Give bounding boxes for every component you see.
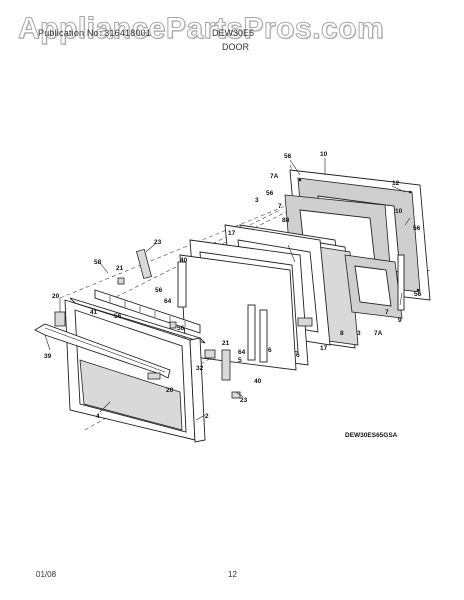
callout: 40 (180, 257, 188, 264)
callout: 9 (398, 317, 402, 324)
callout: 5 (238, 357, 242, 364)
callout: 17 (228, 230, 236, 237)
watermark: AppliancePartsPros.com (18, 12, 385, 46)
callout: 39 (44, 353, 52, 360)
callout: 64 (238, 349, 246, 356)
callout: 56 (414, 291, 422, 298)
callout: 6 (268, 347, 272, 354)
callout: 10 (320, 151, 328, 158)
callout: 6 (296, 352, 300, 359)
model-number: DEW30E5 (212, 28, 255, 38)
callout: 7 (385, 309, 389, 316)
callout: 64 (164, 298, 172, 305)
callout: 40 (254, 378, 262, 385)
callout: 41 (90, 309, 98, 316)
callout: 4 (96, 413, 100, 420)
callout: 20 (52, 293, 60, 300)
callout-labels: 56 10 7A 12 56 7 88 10 56 3 17 23 40 58 … (44, 151, 422, 420)
callout: 7A (374, 330, 383, 337)
callout: 56 (266, 190, 274, 197)
callout: 23 (154, 239, 162, 246)
hinges-and-brackets (54, 248, 313, 399)
callout: 21 (116, 265, 124, 272)
callout: 56 (114, 313, 122, 320)
callout: 3 (357, 330, 361, 337)
callout: 56 (155, 287, 163, 294)
callout: 7 (278, 203, 282, 210)
callout: 56 (177, 325, 185, 332)
footer-page-number: 12 (228, 570, 237, 579)
callout: 17 (320, 345, 328, 352)
callout: 7A (270, 173, 279, 180)
callout: 21 (222, 340, 230, 347)
outer-door-panel (64, 297, 206, 443)
callout: 8 (340, 330, 344, 337)
leader-lines (44, 158, 411, 421)
callout: 56 (413, 225, 421, 232)
callout: 58 (94, 259, 102, 266)
callout: 10 (395, 208, 403, 215)
publication-number: Publication No: 316418001 (38, 28, 152, 38)
callout: 2 (205, 413, 209, 420)
gasket-7a-lower (344, 254, 403, 319)
callout: 56 (284, 153, 292, 160)
diagram-code: DEW30ES65GSA (345, 432, 398, 439)
callout: 88 (282, 217, 290, 224)
callout: 3 (255, 197, 259, 204)
side-bracket (397, 254, 405, 311)
callout: 23 (240, 397, 248, 404)
footer-date: 01/08 (36, 570, 57, 579)
callout: 20 (166, 387, 174, 394)
callout: 12 (392, 180, 400, 187)
section-title: DOOR (222, 42, 249, 52)
callout: 32 (196, 365, 204, 372)
